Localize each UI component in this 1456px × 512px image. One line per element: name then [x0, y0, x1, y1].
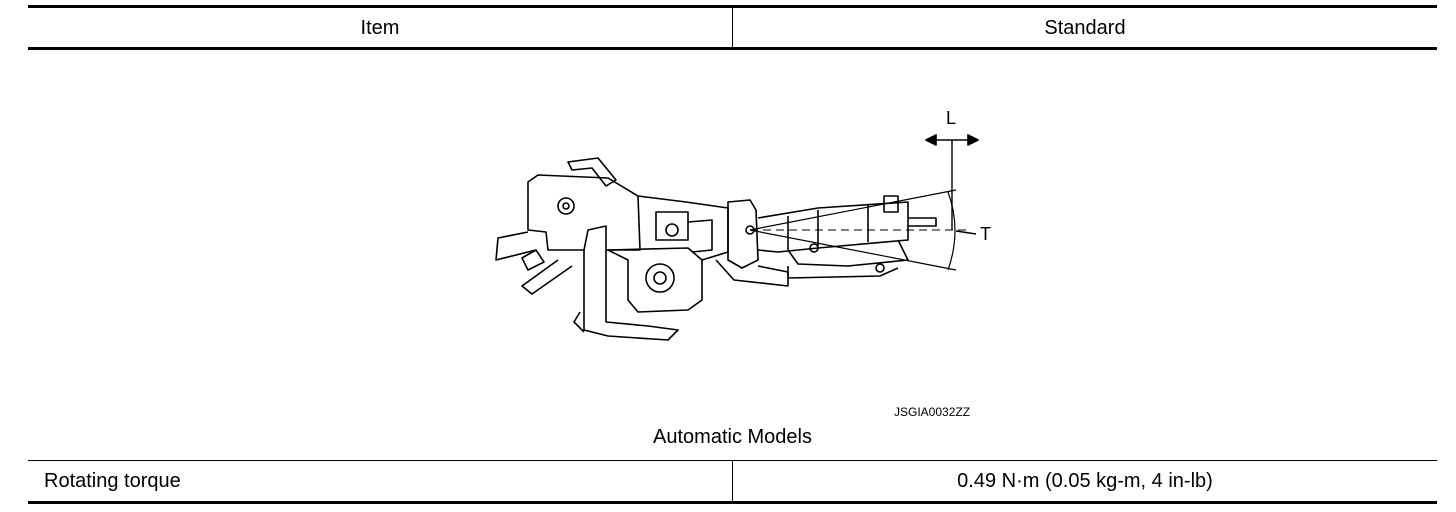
tilt-guide-upper [749, 189, 957, 231]
tilt-arc [947, 191, 956, 271]
bracket-body [527, 174, 641, 251]
lower-lever [521, 259, 573, 295]
lower-bracket [583, 250, 679, 341]
table-bottom-rule [28, 501, 1437, 504]
tilt-indicator-line [955, 230, 977, 235]
header-bottom-rule [28, 47, 1437, 50]
tilt-guide-lower [749, 229, 957, 271]
steering-column-illustration: L T [495, 108, 991, 341]
header-item: Item [360, 16, 400, 39]
bracket-hole [557, 197, 575, 215]
column-jacket [637, 195, 729, 261]
row-standard-cell: 0.49 N·m (0.05 kg-m, 4 in-lb) [957, 469, 1213, 492]
label-t: T [980, 224, 991, 244]
label-l: L [946, 108, 956, 128]
steering-column-figure: L T JSGIA0032ZZ Automatic Models [28, 50, 1437, 460]
tilt-lever [495, 231, 537, 261]
lower-housing [787, 239, 909, 267]
figure-code: JSGIA0032ZZ [894, 405, 971, 419]
upper-shaft [757, 201, 909, 253]
center-housing [727, 199, 759, 269]
row-item-cell: Rotating torque [44, 469, 181, 492]
figure-caption: Automatic Models [653, 426, 812, 448]
shaft-tip [908, 217, 937, 227]
upper-lever [567, 157, 617, 187]
header-divider [732, 5, 733, 48]
header-standard: Standard [1044, 16, 1126, 39]
row-divider [732, 460, 733, 502]
mount-hole [645, 263, 675, 293]
